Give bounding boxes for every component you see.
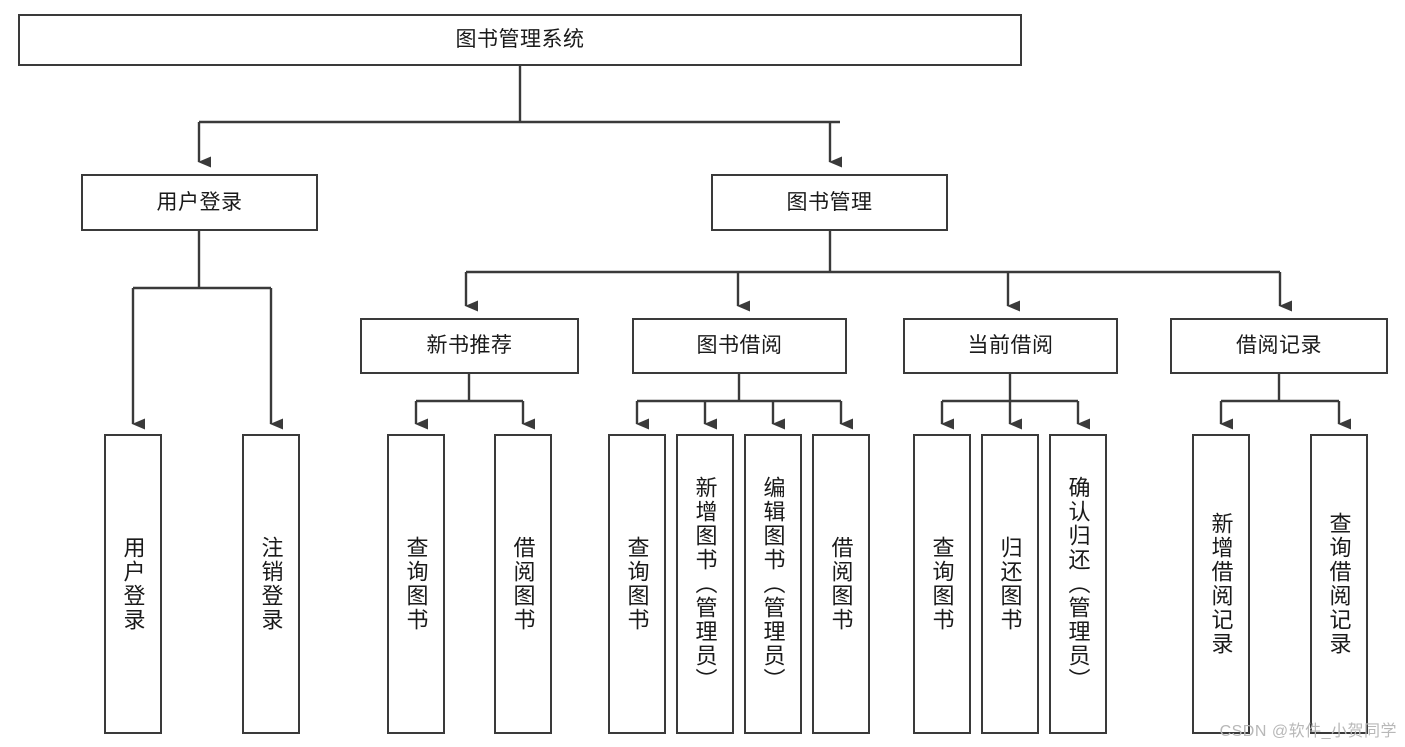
- node-leaf-borrow-book-2-label: 借阅图书: [828, 536, 854, 632]
- node-leaf-query-book-3-label: 查询图书: [929, 536, 955, 632]
- node-leaf-query-book-3[interactable]: 查询图书: [913, 434, 971, 734]
- node-leaf-add-record[interactable]: 新增借阅记录: [1192, 434, 1250, 734]
- csdn-watermark: CSDN @软件_小贺同学: [1219, 723, 1397, 740]
- node-new-book-rec[interactable]: 新书推荐: [360, 318, 579, 374]
- node-leaf-query-record[interactable]: 查询借阅记录: [1310, 434, 1368, 734]
- node-book-manage[interactable]: 图书管理: [711, 174, 948, 231]
- node-book-borrow[interactable]: 图书借阅: [632, 318, 847, 374]
- node-borrow-record[interactable]: 借阅记录: [1170, 318, 1388, 374]
- node-current-borrow[interactable]: 当前借阅: [903, 318, 1118, 374]
- node-leaf-query-record-label: 查询借阅记录: [1326, 512, 1352, 656]
- node-user-login-label: 用户登录: [156, 190, 243, 214]
- node-leaf-query-book-1[interactable]: 查询图书: [387, 434, 445, 734]
- node-leaf-return-book[interactable]: 归还图书: [981, 434, 1039, 734]
- node-leaf-user-login-label: 用户登录: [120, 536, 146, 632]
- node-leaf-add-record-label: 新增借阅记录: [1208, 512, 1234, 656]
- node-leaf-edit-book-label: 编辑图书（管理员）: [760, 476, 786, 692]
- node-leaf-logout[interactable]: 注销登录: [242, 434, 300, 734]
- node-leaf-borrow-book-1[interactable]: 借阅图书: [494, 434, 552, 734]
- node-root[interactable]: 图书管理系统: [18, 14, 1022, 66]
- node-leaf-query-book-2[interactable]: 查询图书: [608, 434, 666, 734]
- node-leaf-add-book-label: 新增图书（管理员）: [692, 476, 718, 692]
- node-current-borrow-label: 当前借阅: [967, 334, 1054, 358]
- node-leaf-confirm-return[interactable]: 确认归还（管理员）: [1049, 434, 1107, 734]
- node-leaf-borrow-book-1-label: 借阅图书: [510, 536, 536, 632]
- node-leaf-borrow-book-2[interactable]: 借阅图书: [812, 434, 870, 734]
- node-borrow-record-label: 借阅记录: [1236, 334, 1322, 358]
- node-book-manage-label: 图书管理: [786, 190, 873, 214]
- node-leaf-query-book-2-label: 查询图书: [624, 536, 650, 632]
- node-user-login[interactable]: 用户登录: [81, 174, 318, 231]
- node-leaf-logout-label: 注销登录: [258, 536, 284, 632]
- node-root-label: 图书管理系统: [455, 28, 585, 52]
- node-leaf-return-book-label: 归还图书: [997, 536, 1023, 632]
- node-leaf-add-book[interactable]: 新增图书（管理员）: [676, 434, 734, 734]
- node-new-book-rec-label: 新书推荐: [426, 334, 513, 358]
- node-leaf-query-book-1-label: 查询图书: [403, 536, 429, 632]
- node-leaf-user-login[interactable]: 用户登录: [104, 434, 162, 734]
- node-leaf-edit-book[interactable]: 编辑图书（管理员）: [744, 434, 802, 734]
- node-leaf-confirm-return-label: 确认归还（管理员）: [1065, 476, 1091, 692]
- node-book-borrow-label: 图书借阅: [696, 334, 783, 358]
